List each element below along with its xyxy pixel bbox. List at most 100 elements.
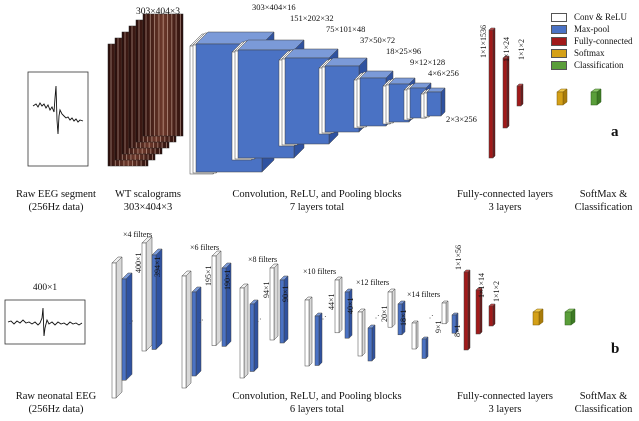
conv-dim-label-a: 75×101×48 bbox=[326, 24, 365, 34]
softmax-cube-b bbox=[532, 308, 544, 326]
conv-dim-label-a: 4×6×256 bbox=[428, 68, 459, 78]
pool-dim-label-b: 40×1 bbox=[346, 297, 355, 314]
legend-label-softmax: Softmax bbox=[574, 48, 605, 58]
fc-bar-a bbox=[516, 83, 524, 107]
legend-swatch-maxpool bbox=[551, 25, 567, 34]
maxpool-block bbox=[426, 87, 446, 117]
caption-softmax-a: SoftMax &Classification bbox=[574, 189, 633, 213]
ellipsis-dots: .· bbox=[429, 312, 434, 321]
filter-count-label: ×8 filters bbox=[248, 255, 277, 264]
maxpool-bar bbox=[221, 262, 232, 348]
caption-raw-eeg-a: Raw EEG segment(256Hz data) bbox=[16, 189, 96, 213]
raw-eeg-plot-a bbox=[27, 71, 89, 167]
maxpool-bar bbox=[397, 300, 406, 336]
conv-relu-bar bbox=[441, 300, 449, 325]
maxpool-bar bbox=[344, 288, 353, 339]
pool-dim-label-b: 90×1 bbox=[281, 285, 290, 302]
conv-relu-bar bbox=[211, 250, 222, 347]
caption-raw-eeg-b: Raw neonatal EEG(256Hz data) bbox=[15, 391, 97, 415]
conv-relu-bar bbox=[239, 283, 249, 379]
conv-relu-bar bbox=[357, 308, 366, 357]
pool-dim-label-b: 190×1 bbox=[223, 269, 232, 290]
fc-bar-b bbox=[475, 287, 483, 335]
conv-dim-label-a: 303×404×16 bbox=[252, 2, 296, 12]
eeg-signal-a bbox=[32, 85, 84, 135]
fc-dim-label-a: 1×1×2 bbox=[517, 39, 526, 60]
raw-eeg-plot-b bbox=[4, 299, 86, 345]
legend-label-conv: Conv & ReLU bbox=[574, 12, 627, 22]
wt-scalogram-slab bbox=[142, 13, 184, 137]
filter-count-label: ×6 filters bbox=[190, 243, 219, 252]
filter-count-label: ×12 filters bbox=[356, 278, 389, 287]
conv-relu-bar bbox=[141, 236, 153, 352]
fc-dim-label-a: 1×1×1536 bbox=[479, 25, 488, 58]
maxpool-bar bbox=[367, 324, 376, 362]
conv-relu-bar bbox=[304, 296, 313, 367]
fc-dim-label-b: 1×1×56 bbox=[454, 245, 463, 270]
legend-swatch-fc bbox=[551, 37, 567, 46]
caption-softmax-b: SoftMax &Classification bbox=[574, 391, 633, 415]
conv-blocks-a: 303×404×16151×202×3275×101×4837×50×7218×… bbox=[189, 2, 477, 175]
conv-relu-bar bbox=[111, 256, 123, 399]
maxpool-bar bbox=[121, 272, 133, 381]
maxpool-bar bbox=[249, 299, 259, 373]
ellipsis-dots: .· bbox=[199, 316, 204, 325]
panel-tag-a: a bbox=[611, 124, 619, 140]
pool-dim-label-b: 18×1 bbox=[399, 309, 408, 326]
legend-swatch-classification bbox=[551, 61, 567, 70]
softmax-cube-a bbox=[556, 88, 568, 106]
filter-count-label: ×4 filters bbox=[123, 230, 152, 239]
panel-tag-b: b bbox=[611, 341, 620, 357]
conv-dim-label-a: 151×202×32 bbox=[290, 13, 334, 23]
conv-relu-bar bbox=[181, 270, 192, 389]
legend-swatch-conv bbox=[551, 13, 567, 22]
pool-dim-label-b: 8×1 bbox=[453, 324, 462, 337]
conv-relu-bar bbox=[411, 320, 419, 350]
conv-relu-bar bbox=[269, 263, 279, 341]
conv-dim-label-a: 18×25×96 bbox=[386, 46, 421, 56]
fc-bar-b bbox=[488, 303, 496, 327]
maxpool-bar bbox=[151, 248, 163, 351]
wt-scalogram-stack bbox=[107, 13, 184, 167]
ellipsis-dots: .· bbox=[129, 317, 134, 326]
conv-dim-label-b: 94×1 bbox=[262, 281, 271, 298]
conv-dim-label-b: 9×1 bbox=[434, 320, 443, 333]
fc-dim-label-b: 1×1×14 bbox=[477, 273, 486, 298]
fc-dim-label-b: 1×1×2 bbox=[492, 281, 501, 302]
classification-cube-b bbox=[564, 308, 576, 326]
conv-dim-label-a: 9×12×128 bbox=[410, 57, 445, 67]
fc-bar-a bbox=[502, 55, 510, 129]
conv-dim-label-b: 20×1 bbox=[380, 305, 389, 322]
fc-layers-b: 1×1×56 1×1×14 1×1×2 bbox=[454, 245, 501, 351]
conv-dim-label-a: 2×3×256 bbox=[446, 114, 477, 124]
legend-swatch-softmax bbox=[551, 49, 567, 58]
legend-label-classification: Classification bbox=[574, 60, 624, 70]
conv-dim-label-b: 400×1 bbox=[134, 252, 143, 273]
conv-relu-bar bbox=[334, 276, 343, 334]
maxpool-bar bbox=[421, 336, 429, 360]
conv-dim-label-b: 44×1 bbox=[327, 293, 336, 310]
fc-bar-b bbox=[463, 269, 471, 351]
maxpool-bar bbox=[279, 275, 289, 344]
legend-label-fc: Fully-connected bbox=[574, 36, 633, 46]
conv-group-b: .· ×6 filters 195×1 190×1 bbox=[181, 243, 232, 389]
fc-bar-a bbox=[488, 27, 496, 159]
conv-dim-label-b: 195×1 bbox=[204, 265, 213, 286]
maxpool-bar bbox=[451, 312, 459, 334]
wt-dim-top: 303×404×3 bbox=[136, 7, 180, 17]
eeg-signal-b bbox=[7, 307, 83, 337]
